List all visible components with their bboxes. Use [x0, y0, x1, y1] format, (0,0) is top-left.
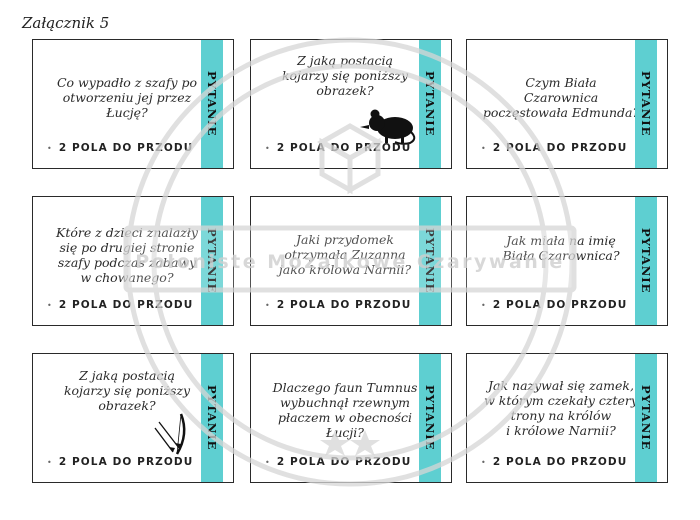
page-title: Załącznik 5: [22, 14, 110, 32]
question-text: Jak nazywał się zamek, w którym czekały …: [484, 378, 638, 438]
move-forward-label: •2 POLA DO PRZODU: [47, 299, 194, 311]
move-forward-label: •2 POLA DO PRZODU: [481, 142, 628, 154]
question-text: Dlaczego faun Tumnus wybuchnął rzewnym p…: [272, 380, 418, 440]
question-text: Jak miała na imię Biała Czarownica?: [502, 233, 620, 263]
question-text: Czym Biała Czarownica poczęstowała Edmun…: [482, 74, 640, 120]
move-forward-label: •2 POLA DO PRZODU: [481, 299, 628, 311]
question-card-6: Jak miała na imię Biała Czarownica? •2 P…: [466, 196, 668, 326]
question-card-9: Jak nazywał się zamek, w którym czekały …: [466, 353, 668, 483]
bow-and-arrows-icon: [154, 413, 186, 455]
move-forward-label: •2 POLA DO PRZODU: [265, 299, 412, 311]
question-text: Z jaką postacią kojarzy się poniższy obr…: [281, 52, 409, 98]
card-label-stripe: PYTANIE: [201, 40, 223, 168]
move-forward-label: •2 POLA DO PRZODU: [481, 456, 628, 468]
card-label-stripe: PYTANIE: [635, 354, 657, 482]
card-label-stripe: PYTANIE: [419, 40, 441, 168]
question-card-7: Z jaką postacią kojarzy się poniższy obr…: [32, 353, 234, 483]
question-card-5: Jaki przydomek otrzymała Zuzanna jako kr…: [250, 196, 452, 326]
question-text: Z jaką postacią kojarzy się poniższy obr…: [63, 367, 191, 413]
move-forward-label: •2 POLA DO PRZODU: [265, 142, 412, 154]
question-text: Które z dzieci znalazły się po drugiej s…: [56, 225, 198, 285]
card-label-stripe: PYTANIE: [635, 197, 657, 325]
card-label-stripe: PYTANIE: [201, 197, 223, 325]
move-forward-label: •2 POLA DO PRZODU: [47, 142, 194, 154]
question-card-3: Czym Biała Czarownica poczęstowała Edmun…: [466, 39, 668, 169]
question-text: Co wypadło z szafy po otworzeniu jej prz…: [56, 74, 198, 120]
card-label-stripe: PYTANIE: [635, 40, 657, 168]
question-card-8: Dlaczego faun Tumnus wybuchnął rzewnym p…: [250, 353, 452, 483]
question-card-4: Które z dzieci znalazły się po drugiej s…: [32, 196, 234, 326]
question-card-2: Z jaką postacią kojarzy się poniższy obr…: [250, 39, 452, 169]
card-label-stripe: PYTANIE: [201, 354, 223, 482]
card-label-stripe: PYTANIE: [419, 197, 441, 325]
card-label-stripe: PYTANIE: [419, 354, 441, 482]
question-card-1: Co wypadło z szafy po otworzeniu jej prz…: [32, 39, 234, 169]
mouse-icon: [360, 109, 416, 145]
move-forward-label: •2 POLA DO PRZODU: [47, 456, 194, 468]
question-text: Jaki przydomek otrzymała Zuzanna jako kr…: [278, 231, 412, 277]
move-forward-label: •2 POLA DO PRZODU: [265, 456, 412, 468]
